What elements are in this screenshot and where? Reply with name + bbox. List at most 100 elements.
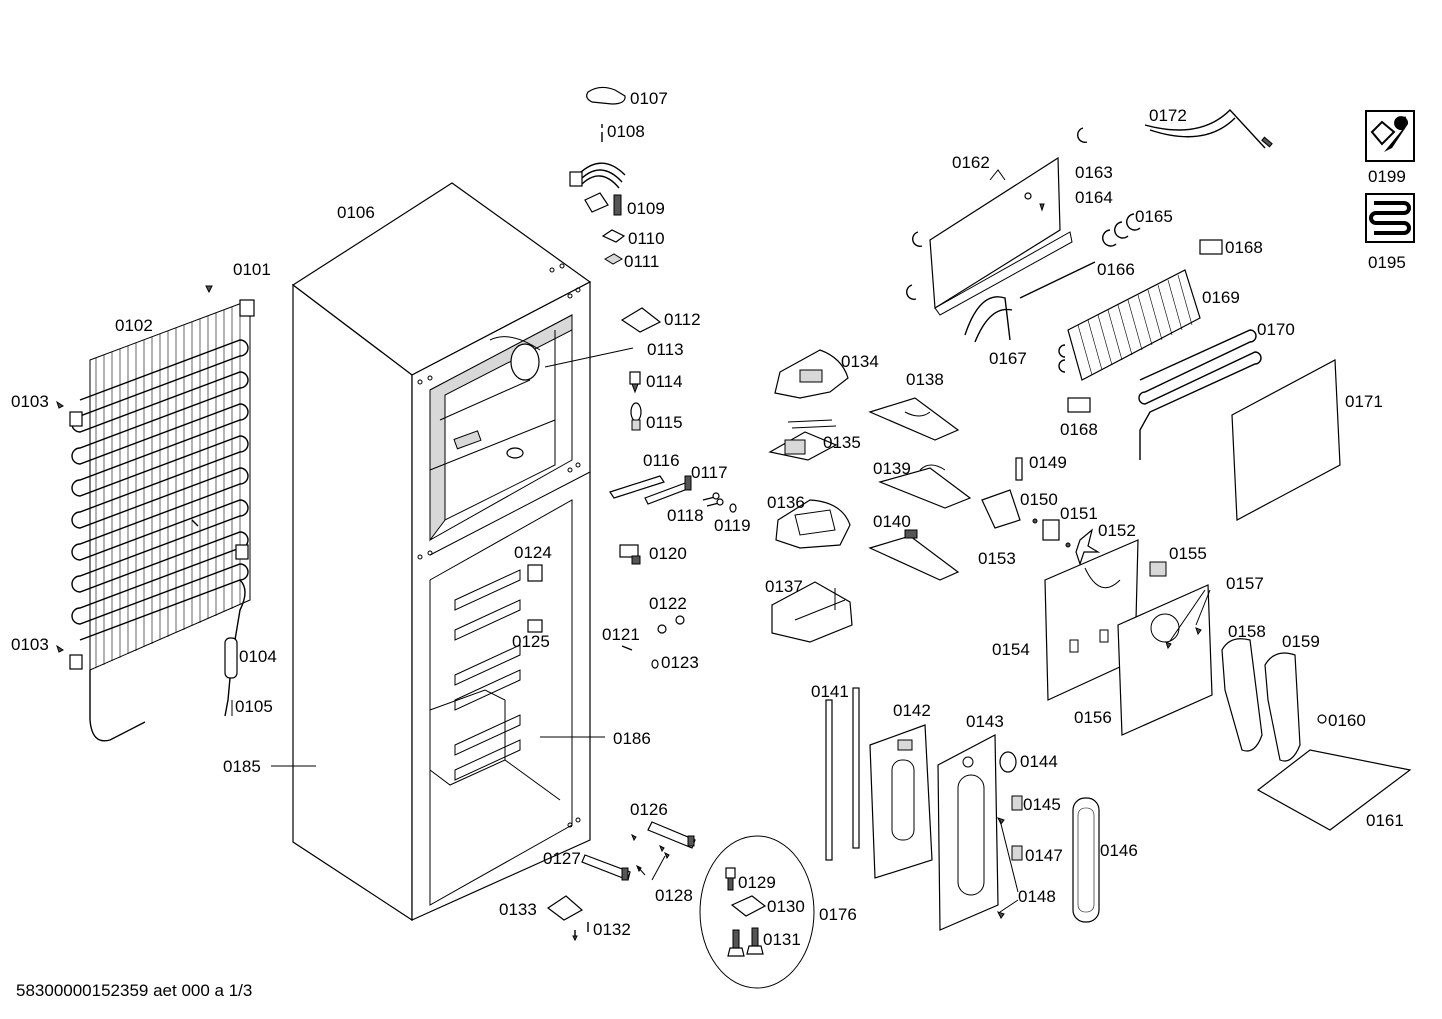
label-0164: 0164 [1075, 188, 1113, 207]
label-0167: 0167 [989, 349, 1027, 368]
label-0134: 0134 [841, 352, 879, 371]
cover-0143 [937, 734, 999, 931]
label-0168-upper: 0168 [1225, 238, 1263, 257]
label-0138: 0138 [906, 370, 944, 389]
label-0127: 0127 [543, 849, 581, 868]
label-0151: 0151 [1060, 504, 1098, 523]
back-panel-0171 [1231, 359, 1341, 521]
part-0137 [771, 581, 853, 643]
label-0107: 0107 [630, 89, 668, 108]
label-0176: 0176 [819, 905, 857, 924]
washer-0153 [1032, 518, 1071, 548]
label-0119: 0119 [714, 516, 751, 535]
part-labels: 0101 0102 0103 0103 0104 0105 0106 0107 … [11, 89, 1406, 949]
label-0156: 0156 [1074, 708, 1112, 727]
screws-0128 [631, 833, 670, 873]
screw-0132 [572, 922, 589, 942]
heater-wire-0166 [1019, 261, 1096, 299]
label-0159: 0159 [1282, 632, 1320, 651]
leader-lines [231, 347, 1211, 913]
detail-circle-0176 [699, 835, 815, 989]
label-0105: 0105 [235, 697, 273, 716]
lamp-socket-0145 [1011, 795, 1023, 811]
sensor-cable-0172 [1144, 108, 1273, 149]
part-0136 [775, 499, 851, 549]
label-0104: 0104 [239, 647, 277, 666]
cable-harness-0109 [569, 162, 626, 216]
label-0115: 0115 [646, 413, 683, 432]
label-0122: 0122 [649, 594, 687, 613]
label-0131: 0131 [763, 930, 801, 949]
label-0149: 0149 [1029, 453, 1067, 472]
label-0133: 0133 [499, 900, 537, 919]
washer-0123 [651, 659, 659, 669]
filter-drier [224, 637, 238, 717]
label-0114: 0114 [646, 372, 683, 391]
hinge-plate-0116 [609, 475, 665, 499]
grommet-0163 [1024, 192, 1032, 200]
screws-0118 [702, 492, 724, 507]
label-0124: 0124 [514, 543, 552, 562]
clip-0111 [604, 253, 623, 265]
screw-0103-lower [56, 644, 64, 653]
fan-0152 [1075, 528, 1101, 566]
evaporator-0169 [1058, 269, 1201, 381]
lamp-socket-0147 [1011, 845, 1023, 861]
label-0185: 0185 [223, 757, 261, 776]
label-0130: 0130 [767, 897, 805, 916]
label-0141: 0141 [811, 682, 849, 701]
part-0138 [868, 397, 960, 441]
lamp-0115 [630, 402, 642, 431]
label-0103-lower: 0103 [11, 635, 49, 654]
label-0148: 0148 [1018, 887, 1056, 906]
tools-icon [1365, 110, 1415, 162]
label-0172: 0172 [1149, 106, 1187, 125]
label-0103-upper: 0103 [11, 392, 49, 411]
clips-0162 [906, 127, 1088, 300]
label-0168-lower: 0168 [1060, 420, 1098, 439]
cover-plate-0161 [1256, 749, 1412, 831]
label-0113: 0113 [647, 340, 684, 359]
hinge-0117 [644, 475, 692, 505]
rails-0141 [825, 687, 860, 861]
label-0129: 0129 [738, 873, 776, 892]
motor-0151 [1042, 519, 1060, 541]
label-0144: 0144 [1020, 752, 1058, 771]
label-0195: 0195 [1368, 253, 1406, 272]
part-0139 [878, 464, 972, 509]
label-0132: 0132 [593, 920, 631, 939]
label-0146: 0146 [1100, 841, 1138, 860]
label-0135: 0135 [823, 433, 861, 452]
pad-0155 [1149, 561, 1167, 577]
lamp-holder-0114 [629, 371, 641, 394]
part-0135 [768, 419, 838, 461]
screw-0101 [205, 285, 213, 294]
bracket-0112 [620, 307, 662, 333]
label-0158: 0158 [1228, 622, 1266, 641]
screws-0157 [1165, 627, 1202, 650]
label-0106: 0106 [337, 203, 375, 222]
screws-0148 [997, 817, 1005, 919]
label-0125: 0125 [512, 632, 550, 651]
screw-0103-upper [56, 400, 64, 409]
thermostat-0168 [1067, 239, 1223, 413]
label-0139: 0139 [873, 459, 911, 478]
label-0143: 0143 [966, 712, 1004, 731]
label-0111: 0111 [624, 252, 659, 271]
label-0186: 0186 [613, 729, 651, 748]
label-0171: 0171 [1345, 392, 1383, 411]
clip-0110 [601, 229, 626, 243]
label-0110: 0110 [628, 229, 665, 248]
label-0145: 0145 [1023, 795, 1061, 814]
label-0120: 0120 [649, 544, 687, 563]
label-0102: 0102 [115, 316, 153, 335]
label-0162: 0162 [952, 153, 990, 172]
fasteners-0122 [657, 615, 685, 634]
label-0169: 0169 [1202, 288, 1240, 307]
plug-0144 [999, 751, 1017, 773]
label-0118: 0118 [667, 506, 704, 525]
tubes-0167 [964, 296, 1013, 343]
label-0147: 0147 [1025, 846, 1063, 865]
condenser-coil [69, 299, 255, 742]
washer-0119 [729, 503, 737, 513]
